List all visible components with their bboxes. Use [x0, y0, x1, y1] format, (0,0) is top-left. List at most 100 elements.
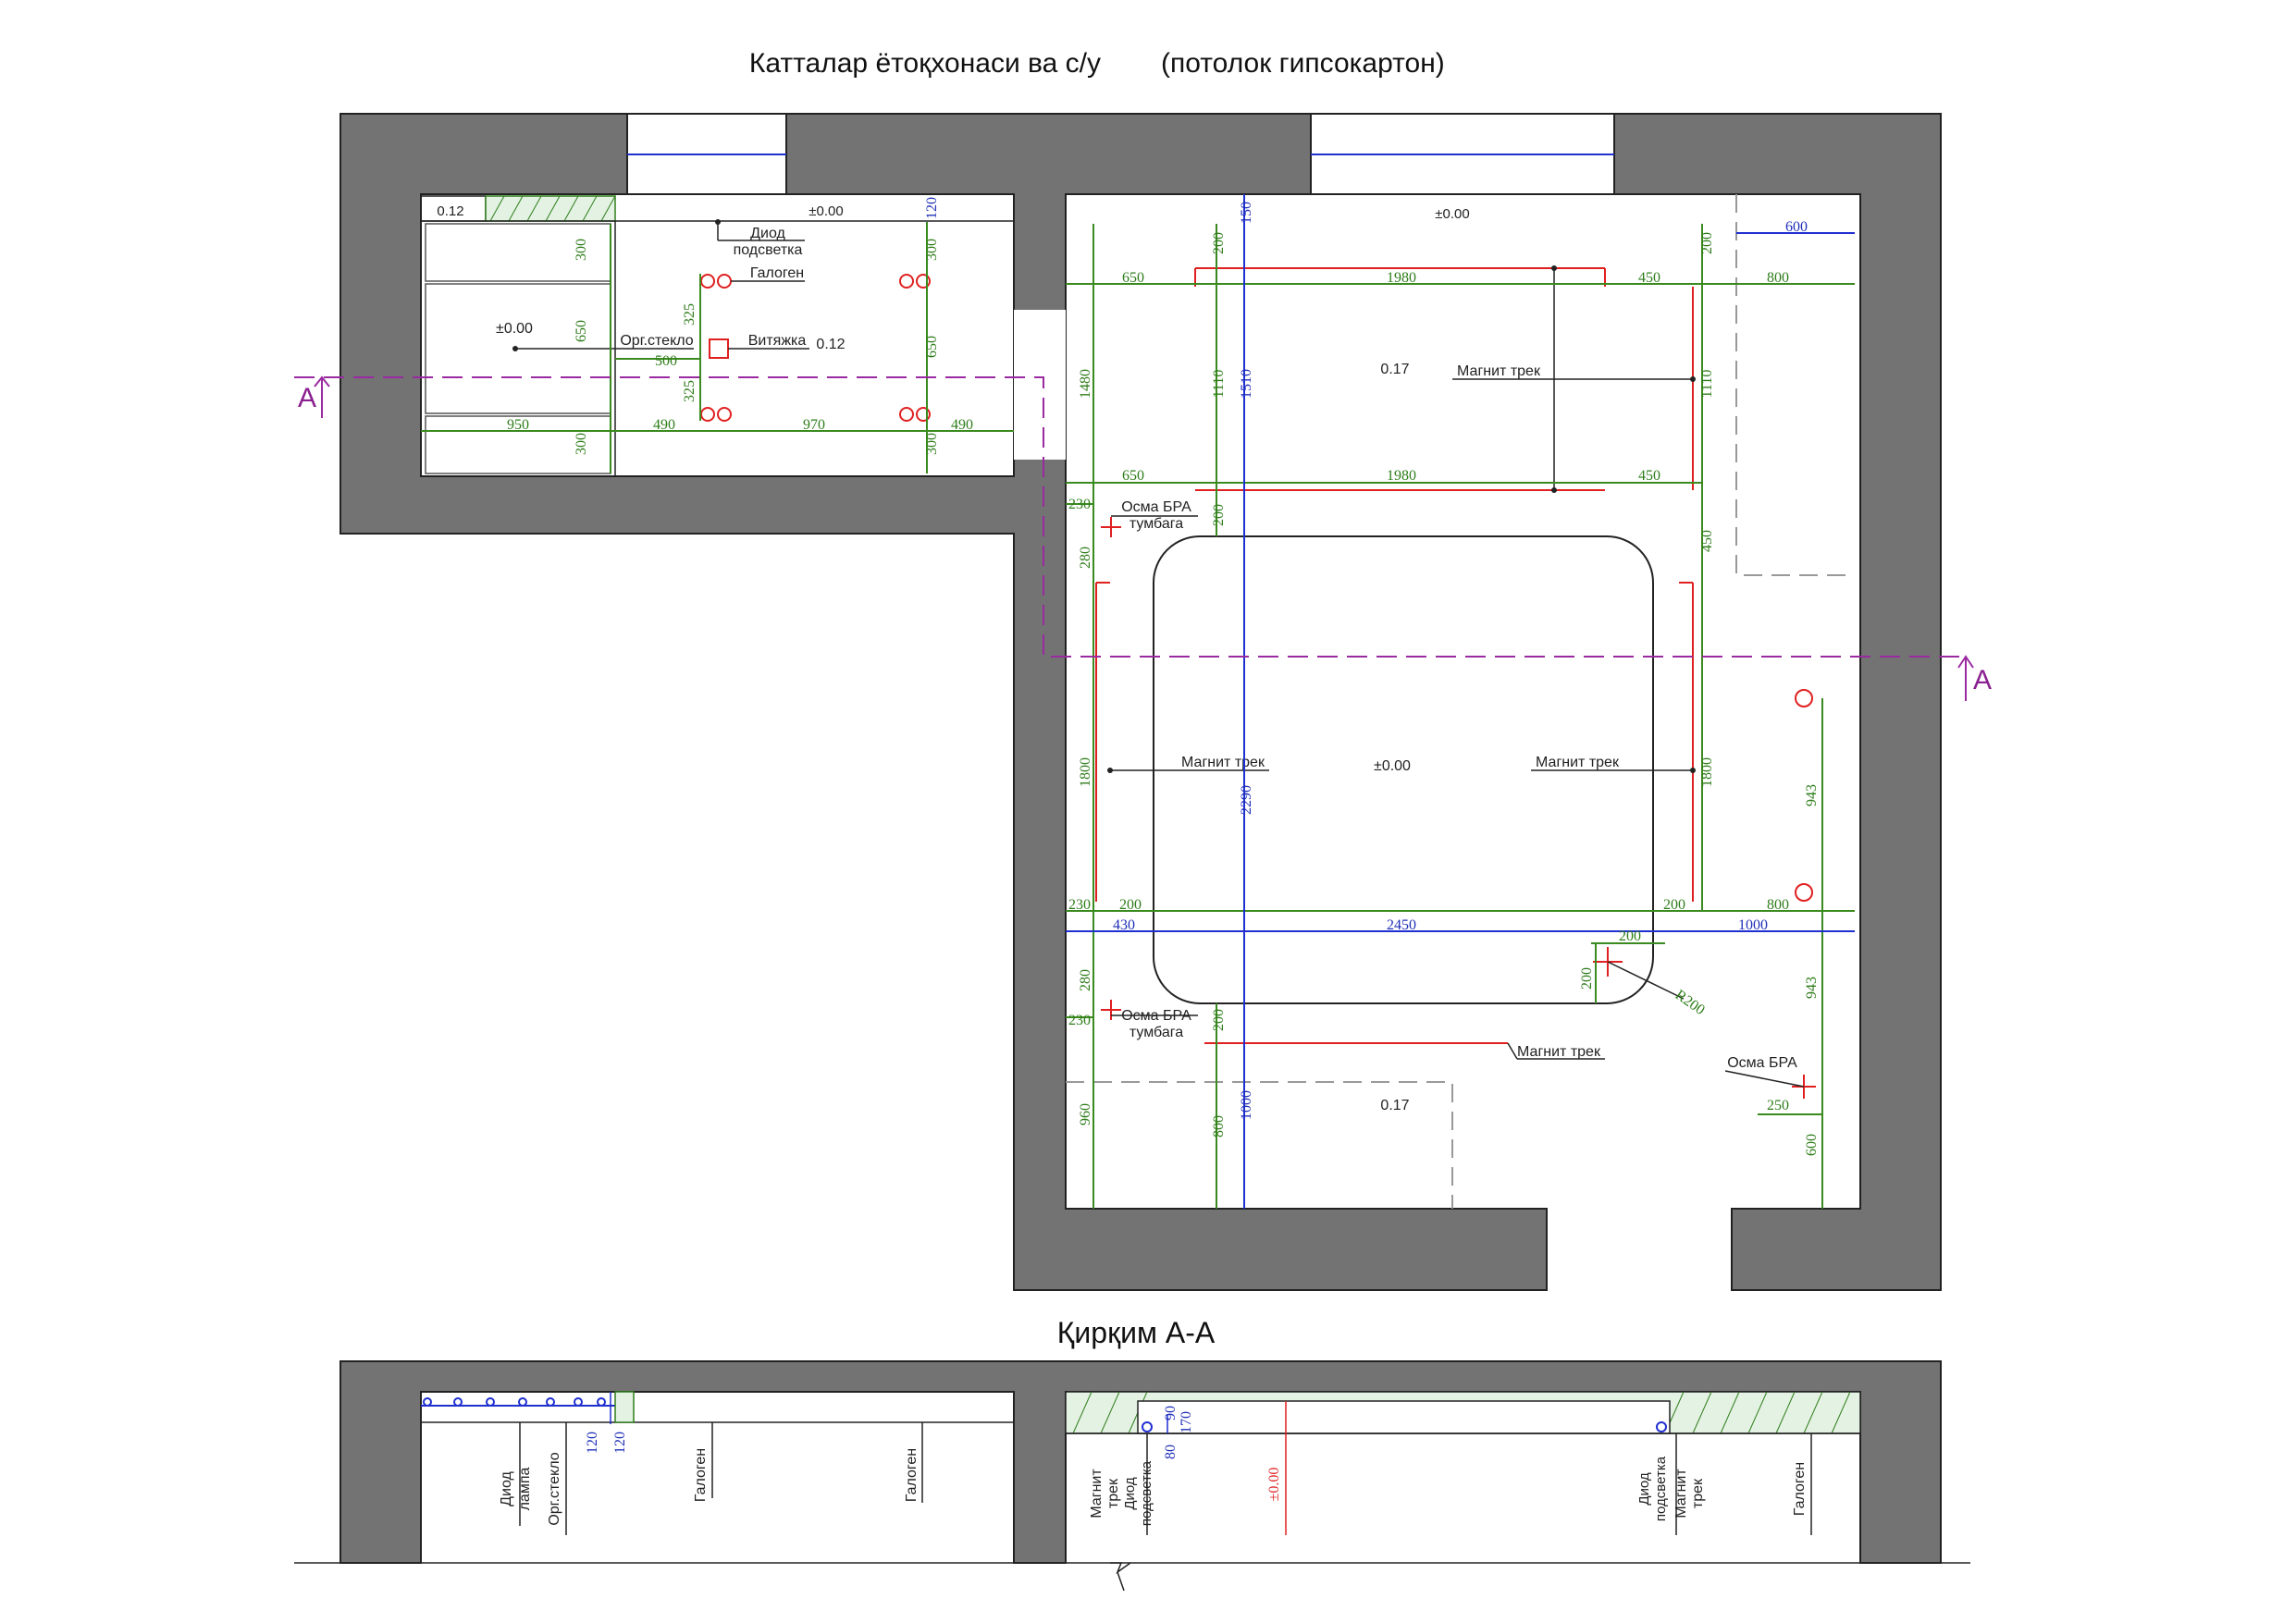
- dim-r450a: 450: [1638, 270, 1660, 286]
- section-magnet-track-l-2: трек: [1105, 1478, 1121, 1508]
- dim-bath-970: 970: [803, 417, 825, 433]
- dim-r600: 600: [1785, 219, 1808, 235]
- section-diode-l-1: Диод: [1122, 1477, 1138, 1510]
- dim-r1110b: 1110: [1699, 370, 1715, 399]
- dim-r1480: 1480: [1078, 369, 1093, 399]
- section-halogen-1: Галоген: [693, 1448, 709, 1502]
- section-diode-lamp-2: лампа: [517, 1468, 533, 1511]
- bath-diode-label-2: подсветка: [734, 242, 803, 258]
- sconce-upper-label-1: Осма БРА: [1121, 499, 1191, 515]
- plan-walls: [339, 113, 1942, 1291]
- bath-vent-label: Витяжка: [748, 333, 807, 349]
- vent-icon: [709, 338, 729, 359]
- dim-r1800b: 1800: [1699, 757, 1715, 787]
- dim-r200f: 200: [1619, 928, 1641, 944]
- section-diode-r-2: подсветка: [1653, 1456, 1669, 1521]
- bath-diode-label-1: Диод: [750, 226, 785, 241]
- section-dim-120a: 120: [585, 1432, 600, 1454]
- dim-r1000b: 1000: [1239, 1090, 1254, 1120]
- halogen-fixture: [700, 274, 732, 289]
- dim-bath-300d: 300: [924, 433, 940, 455]
- dim-r800a: 800: [1767, 270, 1789, 286]
- section-dim-90: 90: [1163, 1406, 1179, 1420]
- bath-level-center: ±0.00: [496, 321, 533, 337]
- dim-r2450: 2450: [1387, 917, 1416, 933]
- section-cut-line: A A: [294, 375, 1992, 701]
- dim-bath-325a: 325: [682, 303, 697, 326]
- dim-r1110a: 1110: [1211, 370, 1227, 399]
- section-dim-170: 170: [1179, 1411, 1194, 1433]
- dim-r650b: 650: [1122, 468, 1144, 484]
- dim-r1980a: 1980: [1387, 270, 1416, 286]
- dim-bath-300c: 300: [924, 239, 940, 261]
- dim-bath-120: 120: [924, 197, 940, 219]
- dim-r800b: 800: [1767, 897, 1789, 913]
- section-magnet-track-l-1: Магнит: [1089, 1469, 1105, 1518]
- magnet-track-lower-label: Магнит трек: [1517, 1044, 1601, 1060]
- dim-r650a: 650: [1122, 270, 1144, 286]
- drawing-subtitle: (потолок гипсокартон): [1161, 48, 1445, 79]
- dim-r1980b: 1980: [1387, 468, 1416, 484]
- cut-mark-left: A: [298, 383, 316, 413]
- dim-r1800a: 1800: [1078, 757, 1093, 787]
- magnet-track-right-label: Магнит трек: [1536, 755, 1620, 770]
- dim-r430: 430: [1113, 917, 1135, 933]
- sconce-lower-label-1: Осма БРА: [1121, 1008, 1191, 1024]
- dim-r280a: 280: [1078, 547, 1093, 569]
- dim-r450b: 450: [1638, 468, 1660, 484]
- bath-halogen-label: Галоген: [750, 265, 804, 281]
- section-dim-80: 80: [1163, 1445, 1179, 1459]
- halogen-fixture-icon: [1795, 883, 1813, 902]
- dim-r943a: 943: [1804, 784, 1820, 806]
- bedroom-level-lower: 0.17: [1380, 1098, 1409, 1113]
- section-dim-120b: 120: [612, 1432, 628, 1454]
- bedroom-level-center: ±0.00: [1374, 758, 1411, 774]
- dim-r250: 250: [1767, 1098, 1789, 1113]
- dim-bath-325b: 325: [682, 380, 697, 402]
- dim-bath-300a: 300: [574, 239, 589, 261]
- dim-r230a: 230: [1068, 497, 1091, 512]
- halogen-fixture-icon: [1795, 689, 1813, 707]
- dim-r960: 960: [1078, 1103, 1093, 1125]
- cut-mark-right: A: [1973, 665, 1992, 695]
- dim-r1000a: 1000: [1738, 917, 1768, 933]
- section-org-glass: Орг.стекло: [547, 1452, 562, 1525]
- halogen-fixture: [899, 274, 931, 289]
- dim-bath-950: 950: [507, 417, 529, 433]
- dim-r1510: 1510: [1239, 369, 1254, 399]
- sconce-lower-icon: [1101, 1000, 1121, 1020]
- radius-label: R200: [1673, 987, 1708, 1018]
- dim-r800c: 800: [1211, 1115, 1227, 1137]
- section-magnet-track-r-2: трек: [1690, 1478, 1706, 1508]
- dim-bath-490a: 490: [653, 417, 675, 433]
- dim-bath-490b: 490: [951, 417, 973, 433]
- bath-level-top: 0.12: [437, 203, 463, 219]
- dim-r200c: 200: [1211, 504, 1227, 526]
- dim-r200b: 200: [1699, 232, 1715, 254]
- bathroom-plan: 0.12 ±0.00 ±0.00 Диод подсветка Галоген …: [420, 195, 1014, 476]
- dim-r200a: 200: [1211, 232, 1227, 254]
- sconce-upper-icon: [1101, 517, 1121, 537]
- drawing-title: Катталар ётоқхонаси ва с/у: [749, 48, 1101, 79]
- section-a-a: Диод лампа Орг.стекло 120 120 Галоген Га…: [294, 1360, 1970, 1592]
- halogen-fixture: [700, 407, 732, 422]
- section-diode-r-1: Диод: [1636, 1472, 1652, 1506]
- dim-r230c: 230: [1068, 1013, 1091, 1028]
- dim-r200g: 200: [1579, 967, 1595, 990]
- sconce-right-label: Осма БРА: [1727, 1055, 1797, 1071]
- dim-bath-300b: 300: [574, 433, 589, 455]
- dim-bath-650a: 650: [574, 320, 589, 342]
- bedroom-level-upper: 0.17: [1380, 362, 1409, 377]
- bedroom-plan: ±0.00 0.17 Магнит трек ±0.00 Магнит трек…: [1066, 194, 1855, 1209]
- section-magnet-track-r-1: Магнит: [1673, 1469, 1689, 1518]
- bath-org-glass-label: Орг.стекло: [620, 333, 693, 349]
- dim-bath-650b: 650: [924, 336, 940, 358]
- dim-r2290: 2290: [1239, 785, 1254, 815]
- sconce-upper-label-2: тумбага: [1129, 516, 1183, 532]
- bath-level-hall: ±0.00: [809, 203, 843, 219]
- dim-r200h: 200: [1211, 1009, 1227, 1031]
- section-title: Қирқим А-А: [1057, 1316, 1216, 1349]
- section-halogen-2: Галоген: [904, 1448, 920, 1502]
- section-diode-l-2: подсветка: [1139, 1460, 1154, 1526]
- halogen-fixture: [899, 407, 931, 422]
